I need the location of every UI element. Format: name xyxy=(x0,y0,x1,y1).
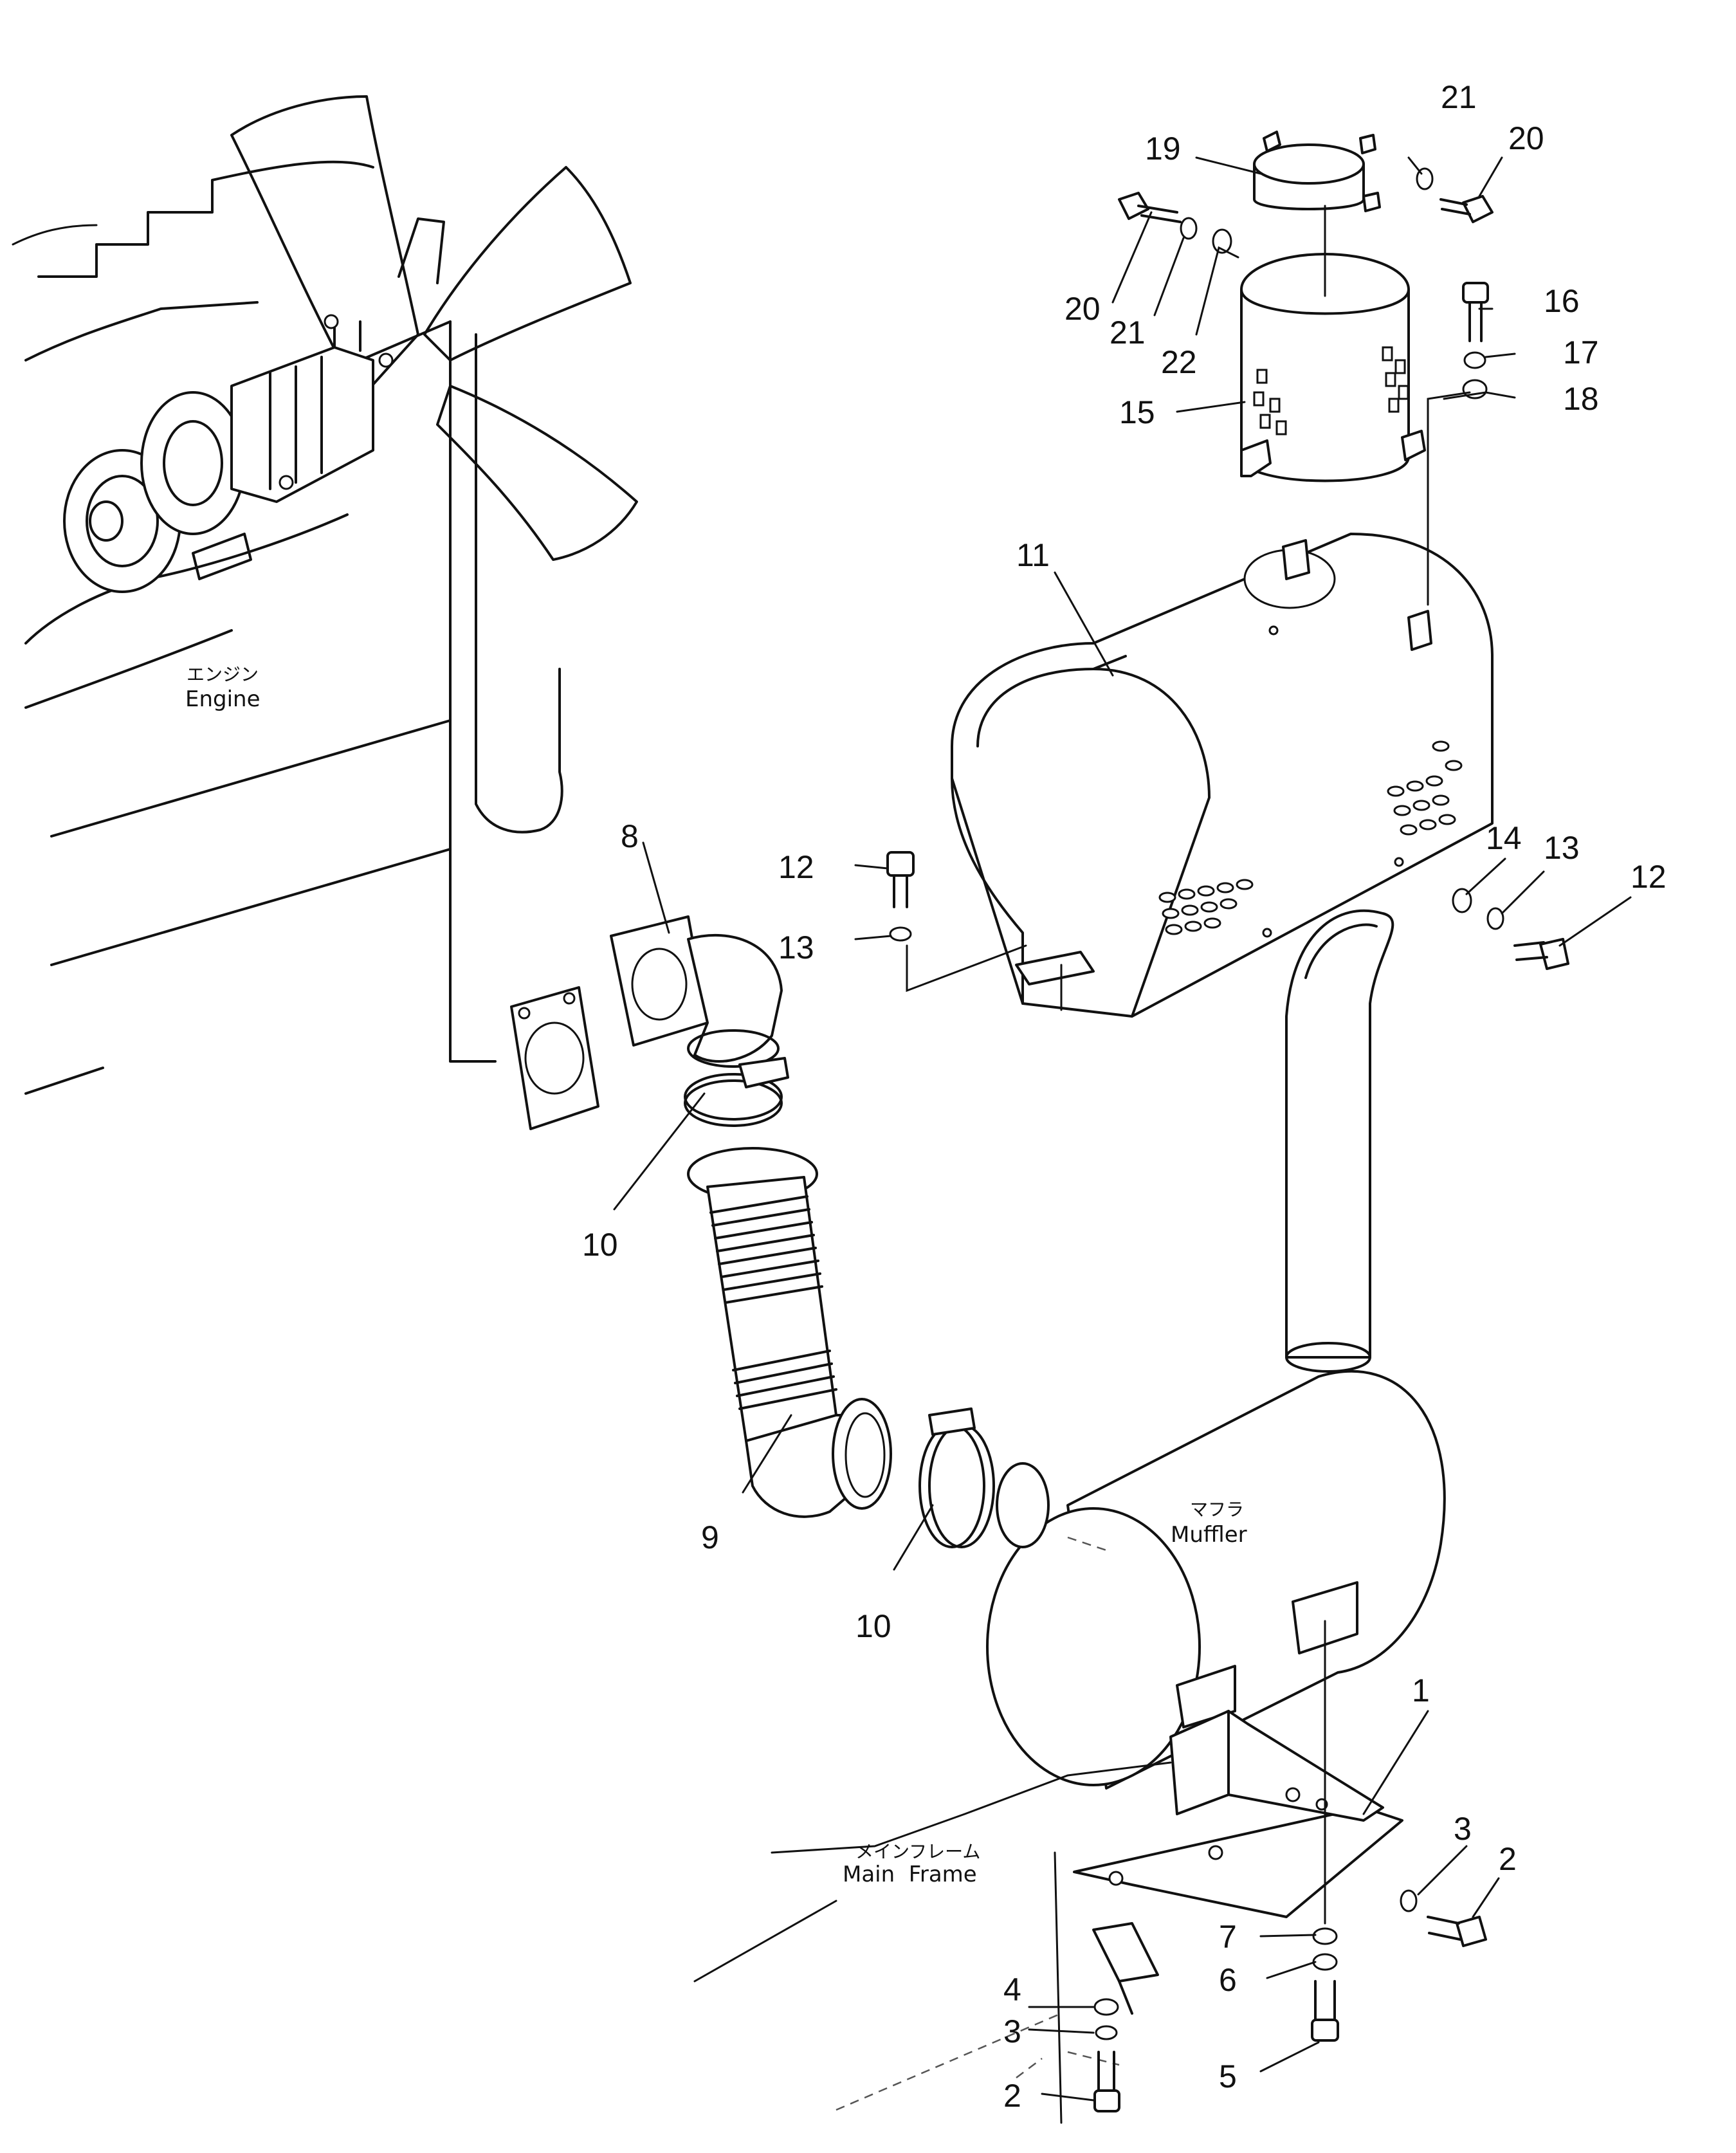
callout-12-left: 12 xyxy=(778,849,814,885)
bolt-20-left xyxy=(1118,192,1182,223)
callout-13-right: 13 xyxy=(1544,830,1580,866)
main-frame xyxy=(693,1761,1172,2124)
bolt-12-left xyxy=(886,851,915,908)
callout-3-left: 3 xyxy=(1003,2013,1021,2049)
main-frame-label: Main Frame xyxy=(843,1862,977,1887)
callout-18: 18 xyxy=(1563,381,1599,417)
washer-21-left xyxy=(1180,217,1198,240)
washer-22 xyxy=(1212,228,1232,254)
muffler xyxy=(986,909,1446,1790)
callout-6: 6 xyxy=(1219,1962,1237,1998)
callout-10-lower: 10 xyxy=(855,1608,891,1644)
callout-2-left: 2 xyxy=(1003,2078,1021,2114)
bolt-16 xyxy=(1462,282,1489,342)
washer-13-left xyxy=(889,926,912,942)
callout-14: 14 xyxy=(1486,820,1522,856)
washer-6 xyxy=(1312,1953,1338,1971)
leader-lines xyxy=(613,156,1632,2102)
engine-assembly xyxy=(12,95,638,1095)
callout-10-upper: 10 xyxy=(582,1227,618,1263)
callout-22: 22 xyxy=(1161,344,1197,380)
callout-3-right: 3 xyxy=(1454,1811,1472,1847)
callout-7: 7 xyxy=(1219,1919,1237,1955)
bolt-2-right xyxy=(1427,1916,1487,1947)
elbow-8 xyxy=(610,915,783,1068)
clamp-10-lower xyxy=(918,1407,995,1548)
bolt-20-right xyxy=(1439,195,1494,223)
engine-label-jp: エンジン xyxy=(187,664,259,685)
flexible-tube-9 xyxy=(687,1147,892,1518)
heat-shield-15 xyxy=(1240,205,1426,482)
main-frame-label-jp: メインフレーム xyxy=(855,1841,980,1862)
muffler-label-jp: マフラ xyxy=(1190,1499,1244,1520)
mounting-bracket-1 xyxy=(1073,1710,1403,2015)
callout-21-top: 21 xyxy=(1441,79,1477,115)
callout-4: 4 xyxy=(1003,1972,1021,2008)
callout-16: 16 xyxy=(1544,283,1580,319)
callout-20-top: 20 xyxy=(1508,120,1544,156)
bolt-2-left xyxy=(1093,2051,1120,2112)
washer-4 xyxy=(1093,1998,1119,2016)
muffler-cover-11 xyxy=(951,533,1494,1018)
bolt-5 xyxy=(1311,1980,1339,2042)
washer-3-right xyxy=(1400,1889,1418,1912)
callout-21-left: 21 xyxy=(1110,315,1146,351)
clamp-10-upper xyxy=(684,1057,789,1127)
callout-5: 5 xyxy=(1219,2058,1237,2094)
callout-9: 9 xyxy=(701,1519,719,1555)
callout-12-right: 12 xyxy=(1631,859,1667,895)
callouts: 21 20 19 20 21 22 16 17 18 15 11 8 12 13… xyxy=(582,79,1667,2114)
washer-17 xyxy=(1463,351,1486,369)
callout-8: 8 xyxy=(621,818,639,854)
washer-3-left xyxy=(1095,2025,1118,2040)
callout-11: 11 xyxy=(1016,537,1050,573)
callout-1: 1 xyxy=(1412,1672,1430,1709)
callout-19: 19 xyxy=(1145,131,1181,167)
washer-7 xyxy=(1312,1927,1338,1945)
callout-20-left: 20 xyxy=(1064,291,1101,327)
bolt-12-right xyxy=(1513,938,1569,970)
callout-13-left: 13 xyxy=(778,930,814,966)
muffler-label: Muffler xyxy=(1171,1522,1247,1548)
clamp-19 xyxy=(1253,131,1381,212)
engine-label: Engine xyxy=(185,686,260,712)
callout-2-right: 2 xyxy=(1499,1841,1517,1877)
callout-15: 15 xyxy=(1119,394,1155,430)
gasket xyxy=(510,986,599,1130)
washer-13-right xyxy=(1486,907,1504,930)
callout-17: 17 xyxy=(1563,334,1599,371)
